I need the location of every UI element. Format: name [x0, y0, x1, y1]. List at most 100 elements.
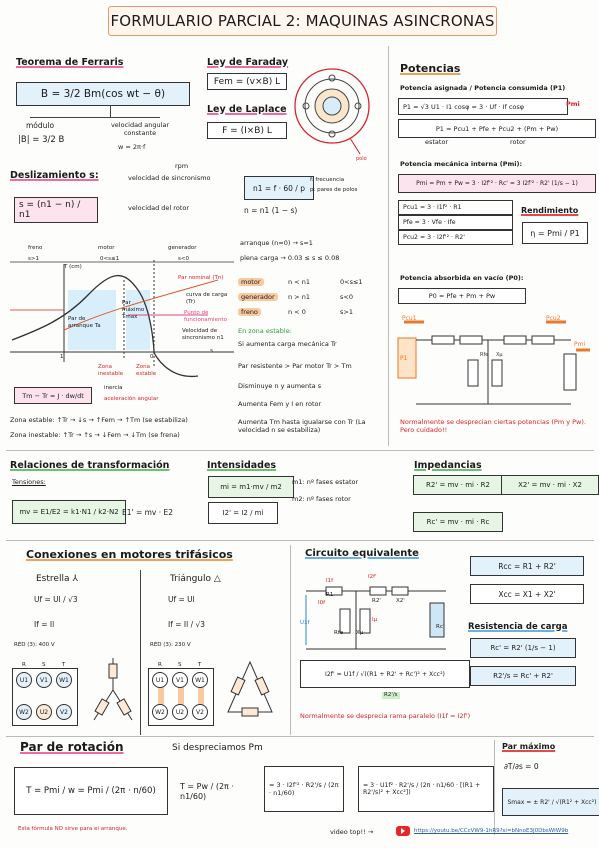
zone-generador: generador: [168, 245, 197, 251]
svg-text:P1: P1: [400, 355, 408, 362]
r2s-formula: R2'/s = Rc' + R2': [470, 666, 576, 686]
red-230: RED (3): 230 V: [150, 642, 191, 648]
par-note: Esta fórmula NO sirve para el arranque.: [18, 826, 128, 832]
par-max-cond: ∂T/∂s = 0: [504, 762, 539, 771]
zona-step-1: Si aumenta carga mecánica Tr: [238, 340, 337, 348]
faraday-formula: Fem = (v×B) L: [207, 73, 287, 90]
torque-i2f: = 3 · I2f'² · R2'/s / (2π · n1/60): [264, 766, 344, 812]
mi-formula: mi = m1·mv / m2: [208, 476, 294, 498]
impedancias-heading: Impedancias: [414, 460, 482, 471]
term-t: T: [198, 662, 202, 668]
zona-estable-line: Zona estable: ↑Tr → ↓s → ↑Fem → ↑Tm (se …: [10, 416, 188, 424]
terminal-w2: W2: [16, 704, 32, 720]
estator-label: estator: [425, 138, 449, 146]
red-400: RED (3): 400 V: [14, 642, 55, 648]
circ-xmu: Xμ: [356, 630, 364, 636]
video-label: video top!! →: [330, 828, 374, 836]
svg-text:Pmi: Pmi: [574, 341, 585, 348]
circ-x2: X2': [396, 598, 405, 604]
estrella-i: If = Il: [34, 620, 55, 629]
equivalent-circuit: [305, 586, 446, 650]
mv-formula: mv = E1/E2 = k1·N1 / k2·N2: [12, 500, 126, 524]
zona-inestable-label: Zona inestable: [98, 364, 124, 377]
ferraris-formula: B = 3/2 Bm(cos wt − θ): [16, 82, 190, 106]
circ-u1f: U1f: [300, 620, 310, 626]
xcc-formula: Xcc = X1 + X2': [470, 584, 584, 604]
page-title: FORMULARIO PARCIAL 2: MAQUINAS ASINCRONA…: [108, 6, 497, 36]
e1-formula: E1' = mv · E2: [122, 508, 174, 517]
zone-s-range: 0<s≤1: [100, 256, 120, 262]
video-play-icon[interactable]: [396, 826, 410, 836]
zona-step-5: Aumenta Tm hasta igualarse con Tr (La ve…: [238, 418, 366, 435]
par-nominal-label: Par nominal (Tn): [178, 275, 224, 281]
mode-row-cond: n < n1: [288, 278, 310, 286]
axis-s: s: [210, 348, 213, 354]
par-heading: Par de rotación: [20, 740, 124, 754]
n-formula: n = n1 (1 − s): [244, 206, 298, 215]
torque-formula: T = Pmi / w = Pmi / (2π · n/60): [14, 767, 168, 815]
par-arranque-label: Par de arranque Ta: [68, 316, 101, 329]
terminal-u2: U2: [172, 704, 188, 720]
terminal-v1: V1: [36, 672, 52, 688]
aceleracion-label: aceleración angular: [104, 396, 159, 402]
circ-rc: Rc': [436, 624, 445, 630]
terminal-u1: U1: [16, 672, 32, 688]
zona-estable-heading: En zona estable:: [238, 327, 292, 335]
modulo-formula: |B| = 3/2 B: [18, 135, 65, 145]
rendimiento-heading: Rendimiento: [521, 206, 579, 215]
mode-row-name: freno: [238, 308, 261, 317]
relaciones-heading: Relaciones de transformación: [10, 460, 170, 471]
svg-text:Pcu1: Pcu1: [402, 315, 417, 322]
p-desc: p: pares de polos: [310, 187, 358, 193]
video-link[interactable]: https://youtu.be/CCcVW9-1hR9?si=bNnoE3J0…: [414, 828, 569, 834]
circ-i2f: I2f': [368, 574, 377, 580]
estrella-u: Uf = Ul / √3: [34, 595, 78, 604]
par-max-heading: Par máximo: [502, 742, 556, 751]
rendimiento-formula: η = Pmi / P1: [522, 222, 588, 244]
torque-u1f: = 3 · U1f² · R2'/s / (2π · n1/60 · [(R1 …: [358, 766, 494, 812]
smax-formula: Smax = ± R2' / √(R1² + Xcc²): [502, 788, 599, 816]
tensiones-label: Tensiones:: [12, 478, 46, 486]
conexiones-heading: Conexiones en motores trifásicos: [26, 548, 233, 561]
circ-r2: R2': [372, 598, 381, 604]
zone-s-gt1: s>1: [28, 256, 39, 262]
ferraris-heading: Teorema de Ferraris: [16, 57, 124, 68]
n1-formula: n1 = f · 60 / p: [244, 176, 314, 200]
mode-row-s: s<0: [340, 293, 353, 301]
circuito-heading: Circuito equivalente: [305, 548, 419, 559]
rotor-label: rotor: [510, 138, 526, 146]
potencias-sub3: Potencia absorbida en vacío (P0):: [400, 274, 524, 282]
svg-text:Xμ: Xμ: [496, 352, 503, 358]
svg-text:Pcu2: Pcu2: [546, 315, 561, 322]
rcc-formula: Rcc = R1 + R2': [470, 556, 584, 576]
rc-formula-box: Rc' = R2' (1/s − 1): [470, 638, 576, 658]
m2-desc: m2: nº fases rotor: [292, 495, 351, 503]
i2f-formula: I2f' = U1f / √((R1 + R2' + Rc')² + Xcc²): [300, 660, 470, 688]
circ-i0f: I0f: [318, 600, 326, 606]
vel-sinc-label: Velocidad de sincronismo n1: [182, 328, 224, 341]
arranque-line: arranque (n=0) → s=1: [240, 239, 313, 247]
term-t: T: [62, 662, 66, 668]
terminal-v2: V2: [192, 704, 208, 720]
zone-freno: freno: [28, 245, 43, 251]
potencias-note: Normalmente se desprecian ciertas potenc…: [400, 418, 586, 435]
axis-1: 1: [60, 354, 64, 360]
terminal-u1: U1: [152, 672, 168, 688]
r2-formula: R2' = mv · mi · R2: [413, 475, 503, 495]
terminal-u2: U2: [36, 704, 52, 720]
modulo-label: módulo: [26, 121, 55, 130]
deslizamiento-heading: Deslizamiento s:: [10, 170, 99, 181]
circ-i1f: I1f: [326, 578, 334, 584]
rc-heading: Resistencia de carga: [468, 622, 568, 632]
triangulo-label: Triángulo △: [170, 574, 221, 584]
term-r: R: [22, 662, 26, 668]
term-s: S: [178, 662, 182, 668]
mode-row-cond: n < 0: [288, 308, 306, 316]
mode-row-name: generador: [238, 293, 278, 302]
rotor-field-icon: polo: [294, 68, 370, 162]
svg-text:Rfe: Rfe: [480, 352, 488, 358]
term-s: S: [42, 662, 46, 668]
i2-formula: I2' = I2 / mi: [208, 502, 278, 524]
r2s-tag: R2'/s: [382, 692, 400, 699]
potencias-sub1: Potencia asignada / Potencia consumida (…: [400, 84, 566, 92]
